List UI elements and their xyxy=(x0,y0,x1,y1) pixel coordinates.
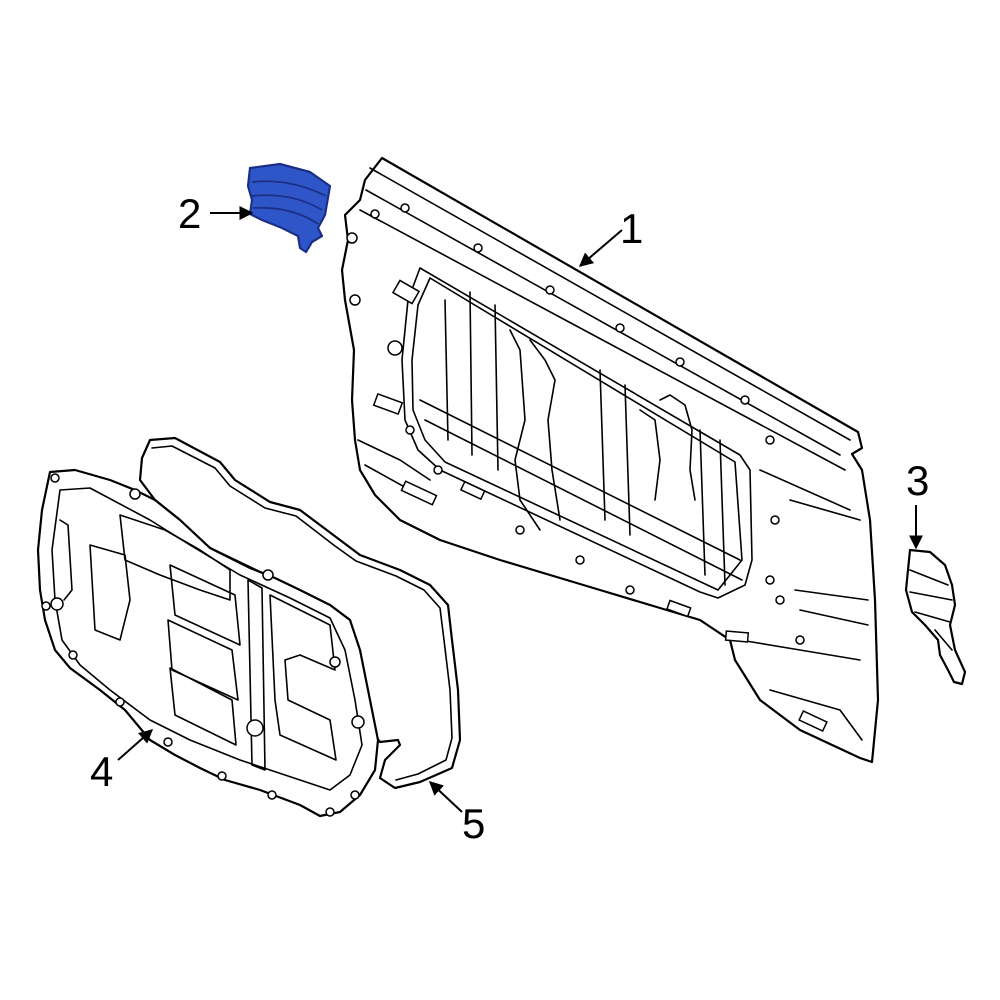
callout-5[interactable]: 5 xyxy=(462,800,485,847)
callout-4[interactable]: 4 xyxy=(90,748,113,795)
leader-lines xyxy=(117,206,923,813)
callout-3[interactable]: 3 xyxy=(906,457,929,504)
part-4-insulator-pad[interactable] xyxy=(36,468,380,818)
part-3-side-insulator[interactable] xyxy=(904,548,967,686)
callout-2[interactable]: 2 xyxy=(178,190,201,237)
leader-4 xyxy=(117,729,154,761)
leader-5 xyxy=(428,781,463,813)
part-1-dash-panel[interactable] xyxy=(340,156,880,764)
leader-1 xyxy=(578,229,623,267)
callout-1[interactable]: 1 xyxy=(620,205,643,252)
callout-labels: 1 2 3 4 5 xyxy=(90,190,929,847)
part-2-insulator-highlighted[interactable] xyxy=(246,162,332,254)
